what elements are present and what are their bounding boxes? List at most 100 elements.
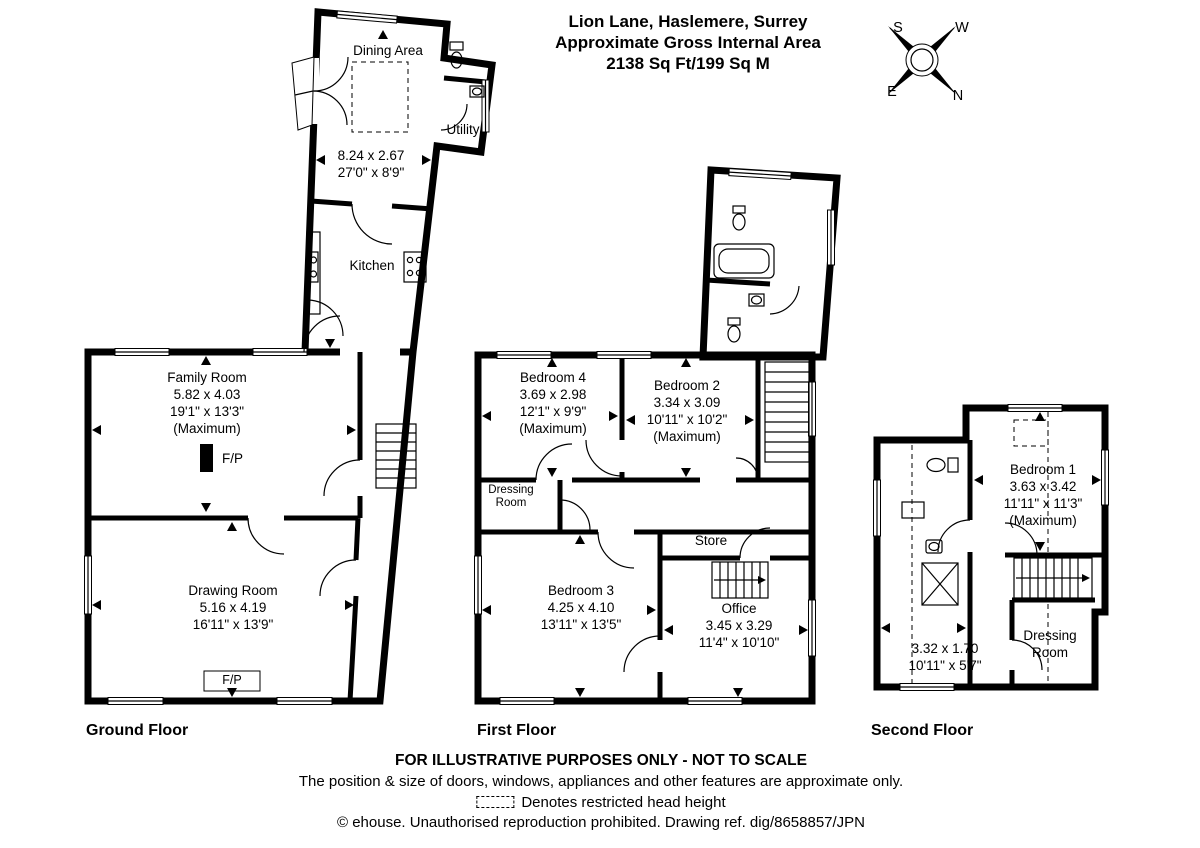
- fireplace-label: F/P: [222, 673, 242, 687]
- room-label-family-room: Family Room 5.82 x 4.03 19'1" x 13'3" (M…: [167, 369, 247, 437]
- room-dim-metric: 4.25 x 4.10: [547, 600, 615, 615]
- cooker-icon: [403, 251, 427, 283]
- window: [827, 209, 835, 266]
- restricted-head-height-lines: [911, 412, 1049, 684]
- room-dim-note: (Maximum): [653, 429, 721, 444]
- shower-icon: [921, 562, 959, 606]
- window: [596, 351, 652, 359]
- room-dim-imperial: 11'4" x 10'10": [698, 635, 780, 650]
- window: [107, 697, 164, 705]
- door-arcs: [247, 56, 468, 597]
- furniture-icon: [901, 501, 925, 519]
- window: [336, 10, 398, 24]
- sink-icon: [469, 85, 485, 98]
- room-label-utility: Utility: [447, 121, 480, 138]
- compass-letter-s: S: [893, 20, 903, 36]
- room-dim-note: (Maximum): [1009, 513, 1077, 528]
- room-name: Office: [721, 601, 757, 616]
- room-dim-imperial: 19'1" x 13'3": [169, 404, 245, 419]
- room-label-office: Office 3.45 x 3.29 11'4" x 10'10": [699, 600, 780, 651]
- room-label-bedroom4: Bedroom 4 3.69 x 2.98 12'1" x 9'9" (Maxi…: [519, 369, 587, 437]
- staircase-icon: [711, 561, 769, 599]
- room-label-bedroom1: Bedroom 1 3.63 x 3.42 11'11" x 11'3" (Ma…: [1004, 461, 1083, 529]
- window: [252, 348, 308, 356]
- dining-table-icon: [351, 61, 409, 133]
- room-dim-imperial: 27'0" x 8'9": [337, 165, 405, 180]
- room-dim-note: (Maximum): [173, 421, 241, 436]
- floor-label-ground: Ground Floor: [86, 722, 189, 739]
- room-name: Utility: [446, 122, 480, 137]
- room-label-drawing-room: Drawing Room 5.16 x 4.19 16'11" x 13'9": [188, 582, 277, 633]
- room-dim-imperial: 11'11" x 11'3": [1003, 496, 1083, 511]
- staircase-icon: [375, 423, 417, 489]
- window: [84, 555, 92, 615]
- compass-letter-e: E: [887, 84, 897, 100]
- second-interior-walls: [967, 440, 1105, 687]
- window: [1007, 404, 1063, 412]
- first-floor-plan: [474, 166, 841, 705]
- window: [687, 697, 743, 705]
- room-label-dressing-room-second: Dressing Room: [1023, 628, 1077, 660]
- window: [114, 348, 170, 356]
- window: [481, 79, 490, 133]
- compass-letter-n: N: [952, 88, 964, 104]
- window: [873, 479, 881, 537]
- room-name: Bedroom 1: [1009, 462, 1077, 477]
- room-dim-metric: 3.45 x 3.29: [705, 618, 773, 633]
- first-wing-walls: [699, 166, 841, 361]
- room-dim-imperial: 10'11" x 5'7": [908, 658, 982, 673]
- first-interior-walls: [478, 277, 812, 701]
- window: [276, 697, 333, 705]
- measure-arrows: [92, 30, 431, 697]
- compass-rose-icon: [888, 26, 956, 94]
- room-dim-metric: 3.69 x 2.98: [519, 387, 587, 402]
- measure-arrows: [881, 412, 1101, 633]
- room-dim-imperial: 10'11" x 10'2": [646, 412, 728, 427]
- room-label-bedroom2: Bedroom 2 3.34 x 3.09 10'11" x 10'2" (Ma…: [647, 377, 728, 445]
- room-label-bedroom3: Bedroom 3 4.25 x 4.10 13'11" x 13'5": [541, 582, 622, 633]
- fireplace-icon: [200, 444, 213, 472]
- page-subtitle: Approximate Gross Internal Area: [555, 33, 821, 52]
- room-dim-imperial: 16'11" x 13'9": [192, 617, 274, 632]
- room-dim-metric: 3.63 x 3.42: [1009, 479, 1077, 494]
- room-label-kitchen: Kitchen: [349, 257, 394, 274]
- plan-header: Lion Lane, Haslemere, Surrey Approximate…: [555, 11, 821, 74]
- floor-label-second: Second Floor: [871, 722, 974, 739]
- toilet-icon: [449, 41, 464, 69]
- bay-window: [291, 56, 319, 131]
- room-name: Dining Area: [353, 43, 423, 58]
- room-dim-metric: 5.82 x 4.03: [173, 387, 241, 402]
- copyright-line: © ehouse. Unauthorised reproduction proh…: [336, 814, 866, 831]
- room-dim-metric: 5.16 x 4.19: [199, 600, 267, 615]
- window: [728, 168, 792, 181]
- gross-internal-area: 2138 Sq Ft/199 Sq M: [606, 54, 770, 73]
- fireplace-label: F/P: [222, 451, 244, 466]
- compass-letter-w: W: [955, 20, 969, 36]
- disclaimer-line2: The position & size of doors, windows, a…: [298, 773, 904, 790]
- door-arcs: [535, 285, 800, 673]
- room-label-store: Store: [694, 533, 728, 548]
- window: [1101, 449, 1109, 506]
- restricted-head-height-legend: Denotes restricted head height: [476, 794, 726, 811]
- second-floor-plan: [873, 404, 1109, 691]
- room-name: Family Room: [167, 370, 247, 385]
- room-name: Bedroom 3: [547, 583, 615, 598]
- toilet-icon: [732, 205, 746, 231]
- room-dims-dining: 8.24 x 2.67 27'0" x 8'9": [338, 147, 405, 181]
- ground-outer-walls: [84, 8, 496, 705]
- room-dim-metric: 8.24 x 2.67: [337, 148, 405, 163]
- ground-interior-walls: [88, 75, 487, 702]
- window: [899, 683, 955, 691]
- measure-arrows: [482, 358, 808, 697]
- restricted-head-height-text: Denotes restricted head height: [521, 794, 726, 811]
- staircase-icon: [1013, 557, 1093, 599]
- room-name: Bedroom 4: [519, 370, 587, 385]
- sink-icon: [925, 539, 943, 554]
- page-title: Lion Lane, Haslemere, Surrey: [568, 12, 808, 31]
- window: [474, 555, 482, 615]
- sink-icon: [748, 293, 765, 307]
- restricted-head-height-icon: [476, 796, 515, 808]
- room-dim-imperial: 12'1" x 9'9": [519, 404, 587, 419]
